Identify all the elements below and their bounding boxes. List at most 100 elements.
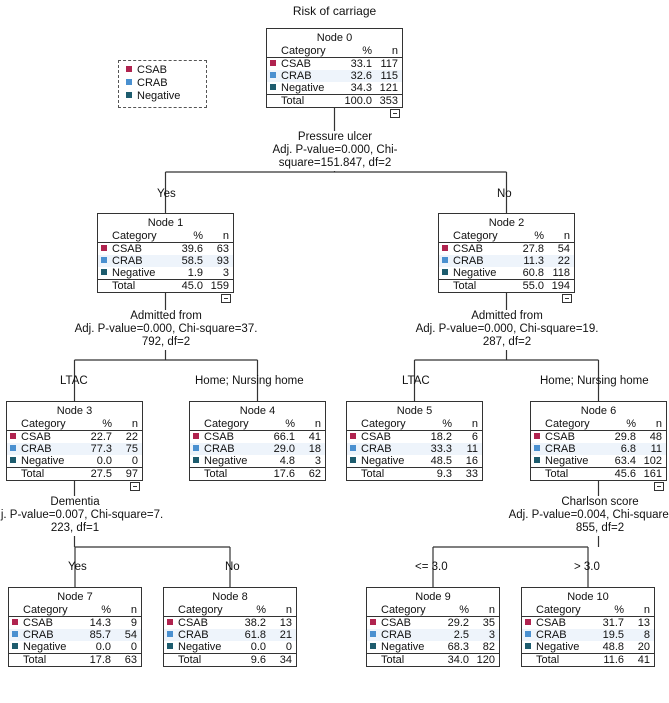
node-title: Node 3 [56, 405, 93, 417]
collapse-toggle-button[interactable] [654, 482, 664, 491]
crab-swatch [270, 72, 276, 78]
node-table-header: Category%n [367, 604, 499, 617]
csab-swatch [370, 619, 376, 625]
total-percent: 45.0 [181, 280, 203, 292]
crab-swatch [442, 257, 448, 263]
header-percent: % [256, 604, 266, 616]
total-percent: 34.0 [447, 654, 469, 666]
node-title: Node 2 [488, 217, 525, 229]
row-n: 21 [279, 629, 292, 641]
row-percent: 34.3 [350, 82, 372, 94]
row-category-label: Negative [204, 455, 248, 467]
row-category-label: CSAB [545, 431, 575, 443]
row-n: 3 [222, 267, 229, 279]
row-category-label: CRAB [178, 629, 209, 641]
header-category: Category [23, 604, 68, 616]
row-n: 54 [124, 629, 137, 641]
node-table-header: Category%n [164, 604, 296, 617]
row-category-label: Negative [381, 641, 425, 653]
row-percent: 32.6 [350, 70, 372, 82]
total-n: 159 [210, 280, 229, 292]
collapse-toggle-button[interactable] [221, 294, 231, 303]
split-line: Adj. P-value=0.007, Chi-square=7. [0, 509, 164, 521]
row-percent: 61.8 [244, 629, 266, 641]
total-label: Total [204, 468, 228, 480]
split-line: 855, df=2 [575, 522, 625, 534]
row-percent: 27.8 [522, 243, 544, 255]
row-n: 82 [482, 641, 495, 653]
node-title: Node 6 [580, 405, 617, 417]
neg-swatch [193, 457, 199, 463]
split-line: Adj. P-value=0.000, Chi- [272, 144, 398, 156]
total-label: Total [21, 468, 45, 480]
neg-swatch [350, 457, 356, 463]
row-category: Negative [442, 267, 496, 279]
total-n: 41 [637, 654, 650, 666]
row-n: 117 [380, 58, 398, 70]
row-n: 22 [557, 255, 570, 267]
total-percent: 27.5 [90, 468, 112, 480]
row-percent: 48.5 [430, 455, 452, 467]
header-percent: % [193, 230, 203, 242]
neg-swatch [534, 457, 540, 463]
header-percent: % [101, 604, 111, 616]
row-category-label: Negative [21, 455, 65, 467]
crab-swatch [167, 631, 173, 637]
row-percent: 85.7 [89, 629, 111, 641]
row-category-label: CRAB [21, 443, 52, 455]
row-n: 0 [131, 455, 138, 467]
row-percent: 14.3 [89, 617, 111, 629]
row-n: 6 [471, 431, 478, 443]
row-percent: 31.7 [602, 617, 624, 629]
row-n: 16 [465, 455, 478, 467]
row-category: CRAB [350, 443, 392, 455]
neg-swatch [270, 84, 276, 90]
branch-label-9: > 3.0 [574, 561, 600, 573]
row-category-label: Negative [453, 267, 497, 279]
crab-swatch [534, 445, 540, 451]
row-n: 3 [314, 455, 321, 467]
collapse-toggle-button[interactable] [390, 109, 400, 118]
row-category: CSAB [350, 431, 391, 443]
header-n: n [391, 45, 398, 57]
total-label: Total [361, 468, 385, 480]
collapse-toggle-button[interactable] [562, 294, 572, 303]
row-category: Negative [10, 455, 64, 467]
split-line: Adj. P-value=0.000, Chi-square=37. [74, 323, 258, 335]
node-table-header: Category%n [347, 418, 482, 431]
node-table-header: Category%n [190, 418, 325, 431]
header-percent: % [459, 604, 469, 616]
branch-label-6: Yes [68, 561, 87, 573]
row-category-label: CRAB [204, 443, 235, 455]
row-percent: 33.1 [350, 58, 372, 70]
header-n: n [488, 604, 495, 616]
row-n: 13 [279, 617, 292, 629]
neg-swatch [167, 643, 173, 649]
collapse-toggle-button[interactable] [130, 482, 140, 491]
row-category: CSAB [193, 431, 234, 443]
row-percent: 11.3 [523, 255, 544, 267]
row-n: 93 [216, 255, 229, 267]
crab-swatch [193, 445, 199, 451]
row-category-label: Negative [281, 82, 325, 94]
node-table-header: Category%n [531, 418, 666, 431]
row-category: CRAB [10, 443, 52, 455]
row-category: CRAB [525, 629, 567, 641]
node-row-crab: CRAB 61.8 21 [164, 629, 296, 641]
total-label: Total [545, 468, 569, 480]
